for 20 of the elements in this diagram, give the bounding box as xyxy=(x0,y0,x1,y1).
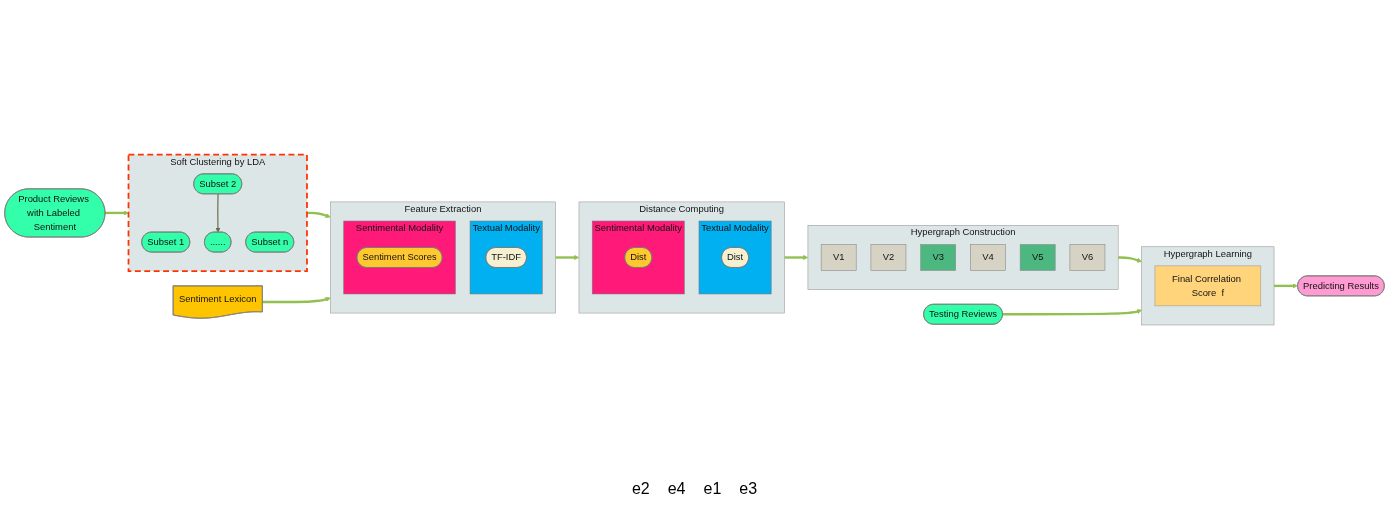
node-box: V5 xyxy=(1019,244,1056,271)
arrow xyxy=(1118,256,1142,263)
node-box: Final Correlation Score f xyxy=(1154,265,1262,307)
arrow xyxy=(215,193,221,233)
arrow xyxy=(555,255,580,261)
arrow xyxy=(1002,309,1142,316)
node-box: V4 xyxy=(970,244,1006,271)
arrow xyxy=(306,211,331,219)
arrow xyxy=(104,210,129,216)
node-box: V1 xyxy=(820,244,857,271)
arrow xyxy=(1274,283,1298,289)
hyperedge-label: e4 xyxy=(667,480,686,498)
node-box: V6 xyxy=(1069,244,1106,271)
arrow xyxy=(262,297,331,304)
hyperedge-label: e3 xyxy=(739,480,758,498)
node-box: V2 xyxy=(870,244,907,271)
node-box: V3 xyxy=(920,244,956,271)
hyperedge-label: e1 xyxy=(703,480,722,498)
hyperedge-label: e2 xyxy=(631,480,650,498)
arrow xyxy=(784,255,809,261)
